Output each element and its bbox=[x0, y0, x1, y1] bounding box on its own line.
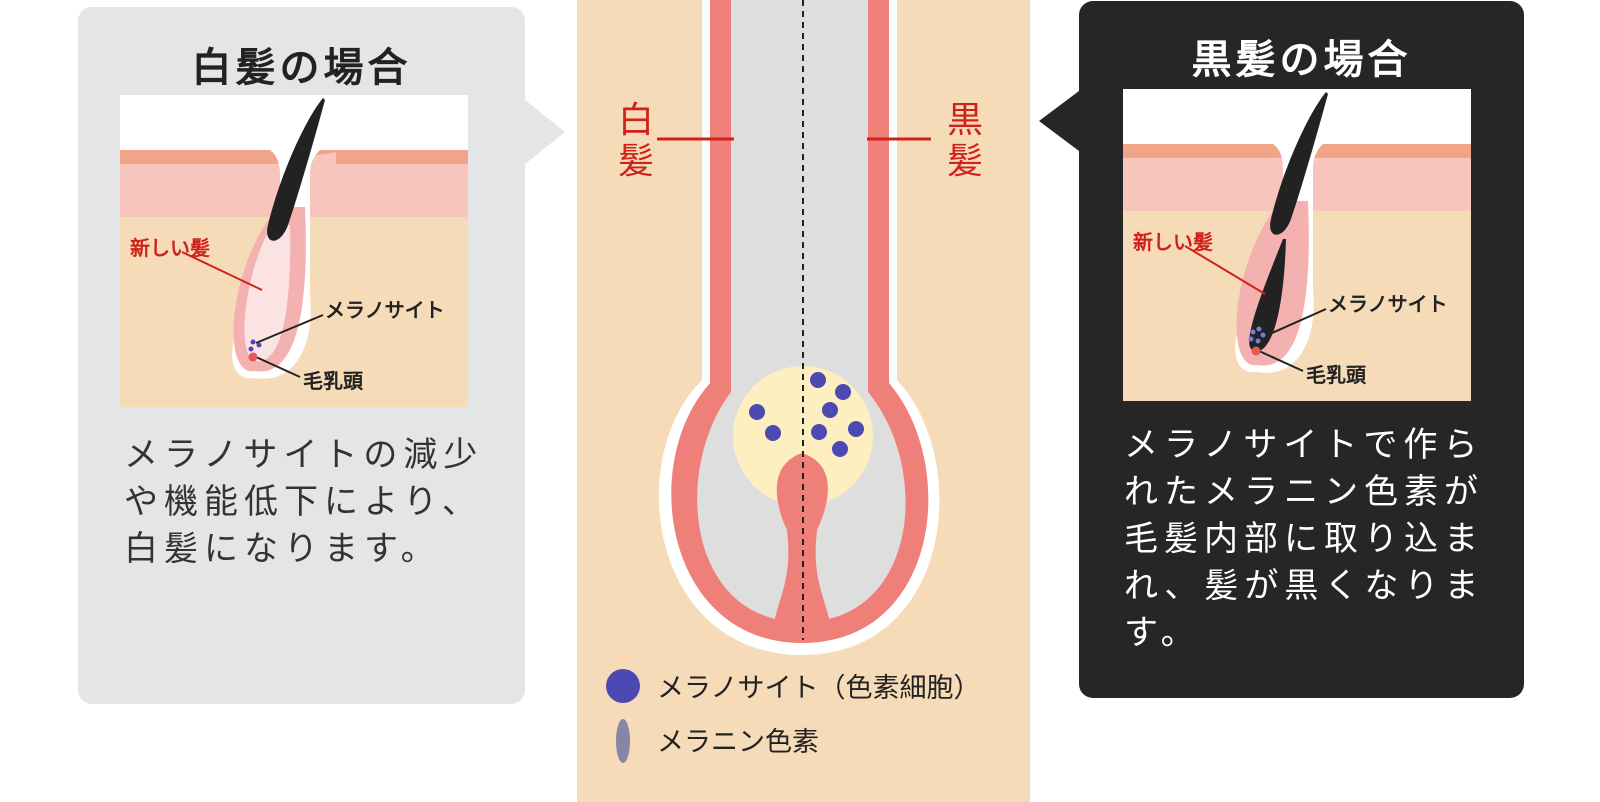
melanocyte-dot bbox=[1250, 329, 1256, 335]
black-hair-title: 黒髪の場合 bbox=[1191, 37, 1412, 83]
papilla-label: 毛乳頭 bbox=[1306, 363, 1367, 387]
melanocyte-dot bbox=[765, 425, 781, 441]
white-hair-label-2: 髪 bbox=[618, 141, 654, 182]
dermal-papilla-dot bbox=[1251, 346, 1261, 356]
legend-melanocyte-label: メラノサイト（色素細胞） bbox=[657, 673, 980, 704]
melanocyte-dot bbox=[848, 421, 864, 437]
new-hair-label: 新しい髪 bbox=[130, 236, 210, 260]
melanocyte-label: メラノサイト bbox=[325, 298, 445, 322]
black-hair-label-1: 黒 bbox=[947, 100, 983, 141]
white-hair-follicle-diagram: 新しい髪 メラノサイト 毛乳頭 bbox=[120, 95, 468, 407]
legend-melanin-swatch bbox=[616, 719, 630, 763]
dermal-papilla bbox=[774, 453, 830, 622]
melanocyte-dot bbox=[1256, 326, 1262, 332]
melanocyte-dot bbox=[811, 424, 827, 440]
melanocyte-dot bbox=[1260, 332, 1266, 338]
melanocyte-dot bbox=[832, 441, 848, 457]
melanocyte-dot bbox=[749, 404, 765, 420]
melanocyte-dot bbox=[1255, 338, 1261, 344]
white-hair-panel: 白髪の場合 新しい髪 メラノサイト 毛乳頭 メラノサイトの減少 や機能低下により… bbox=[78, 7, 525, 704]
black-hair-panel: 黒髪の場合 新しい髪 メラノサイト 毛乳頭 メラノサイトで作ら れたメラニン色素… bbox=[1079, 1, 1524, 698]
papilla-label: 毛乳頭 bbox=[303, 369, 364, 393]
white-panel-pointer bbox=[525, 100, 565, 164]
dermal-papilla-dot bbox=[248, 352, 258, 362]
melanocyte-label: メラノサイト bbox=[1328, 292, 1448, 316]
white-hair-label-1: 白 bbox=[618, 100, 654, 141]
white-hair-description: メラノサイトの減少 や機能低下により、 白髪になります。 bbox=[124, 435, 484, 569]
melanocyte-dot bbox=[822, 402, 838, 418]
melanocyte-zone bbox=[733, 366, 873, 506]
follicle-comparison-diagram: 白 髪 黒 髪 メラノサイト（色素細胞） メラニン色素 bbox=[577, 0, 1030, 802]
white-hair-title: 白髪の場合 bbox=[191, 45, 412, 91]
new-hair-label: 新しい髪 bbox=[1133, 230, 1213, 254]
melanocyte-dot bbox=[250, 339, 256, 345]
legend-melanin-label: メラニン色素 bbox=[657, 727, 819, 758]
legend-melanocyte-swatch bbox=[606, 669, 640, 703]
melanocyte-dot bbox=[810, 372, 826, 388]
melanocyte-dot bbox=[256, 342, 262, 348]
black-hair-follicle-diagram: 新しい髪 メラノサイト 毛乳頭 bbox=[1123, 89, 1471, 401]
black-hair-label-2: 髪 bbox=[947, 141, 983, 182]
black-hair-description: メラノサイトで作ら れたメラニン色素が 毛髪内部に取り込ま れ、髪が黒くなりま … bbox=[1124, 425, 1485, 653]
melanocyte-dot bbox=[1248, 336, 1254, 342]
melanocyte-dot bbox=[248, 346, 254, 352]
black-panel-pointer bbox=[1039, 91, 1079, 151]
melanocyte-dot bbox=[835, 384, 851, 400]
